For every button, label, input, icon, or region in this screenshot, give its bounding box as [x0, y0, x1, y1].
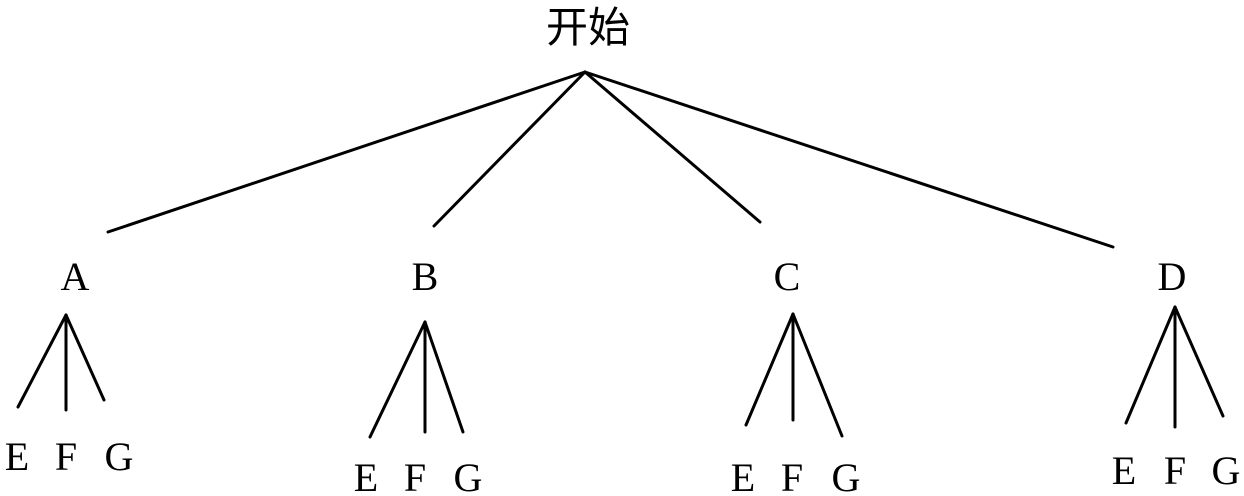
- edge-root-a: [106, 70, 587, 234]
- leaf-d-g-label: G: [1212, 448, 1241, 493]
- branch-a-label: A: [61, 254, 90, 299]
- edge-d-e: [1124, 305, 1177, 425]
- leaf-c-g-label: G: [832, 455, 861, 496]
- leaf-a-g-label: G: [105, 434, 134, 479]
- leaf-d-e-label: E: [1112, 448, 1136, 493]
- edge-root-d: [583, 70, 1115, 249]
- leaf-c-f-label: F: [781, 455, 803, 496]
- leaf-b-g-label: G: [454, 455, 483, 496]
- edge-b-e: [368, 320, 427, 439]
- leaf-b-e-label: E: [354, 455, 378, 496]
- leaf-a-f-label: F: [55, 434, 77, 479]
- edge-root-b: [432, 70, 587, 228]
- leaf-b-f-label: F: [404, 455, 426, 496]
- branch-d-label: D: [1158, 254, 1187, 299]
- branch-b-label: B: [412, 254, 439, 299]
- edge-a-g: [64, 313, 106, 402]
- branch-c-label: C: [774, 254, 801, 299]
- leaf-c-e-label: E: [731, 455, 755, 496]
- leaf-d-f-label: F: [1164, 448, 1186, 493]
- edge-c-e: [744, 312, 795, 427]
- edge-root-c: [583, 70, 762, 224]
- root-node-label: 开始: [546, 6, 630, 52]
- leaf-a-e-label: E: [5, 434, 29, 479]
- edge-a-e: [16, 313, 68, 409]
- edge-c-g: [791, 312, 844, 438]
- edge-b-g: [423, 320, 465, 434]
- edge-d-g: [1173, 305, 1225, 418]
